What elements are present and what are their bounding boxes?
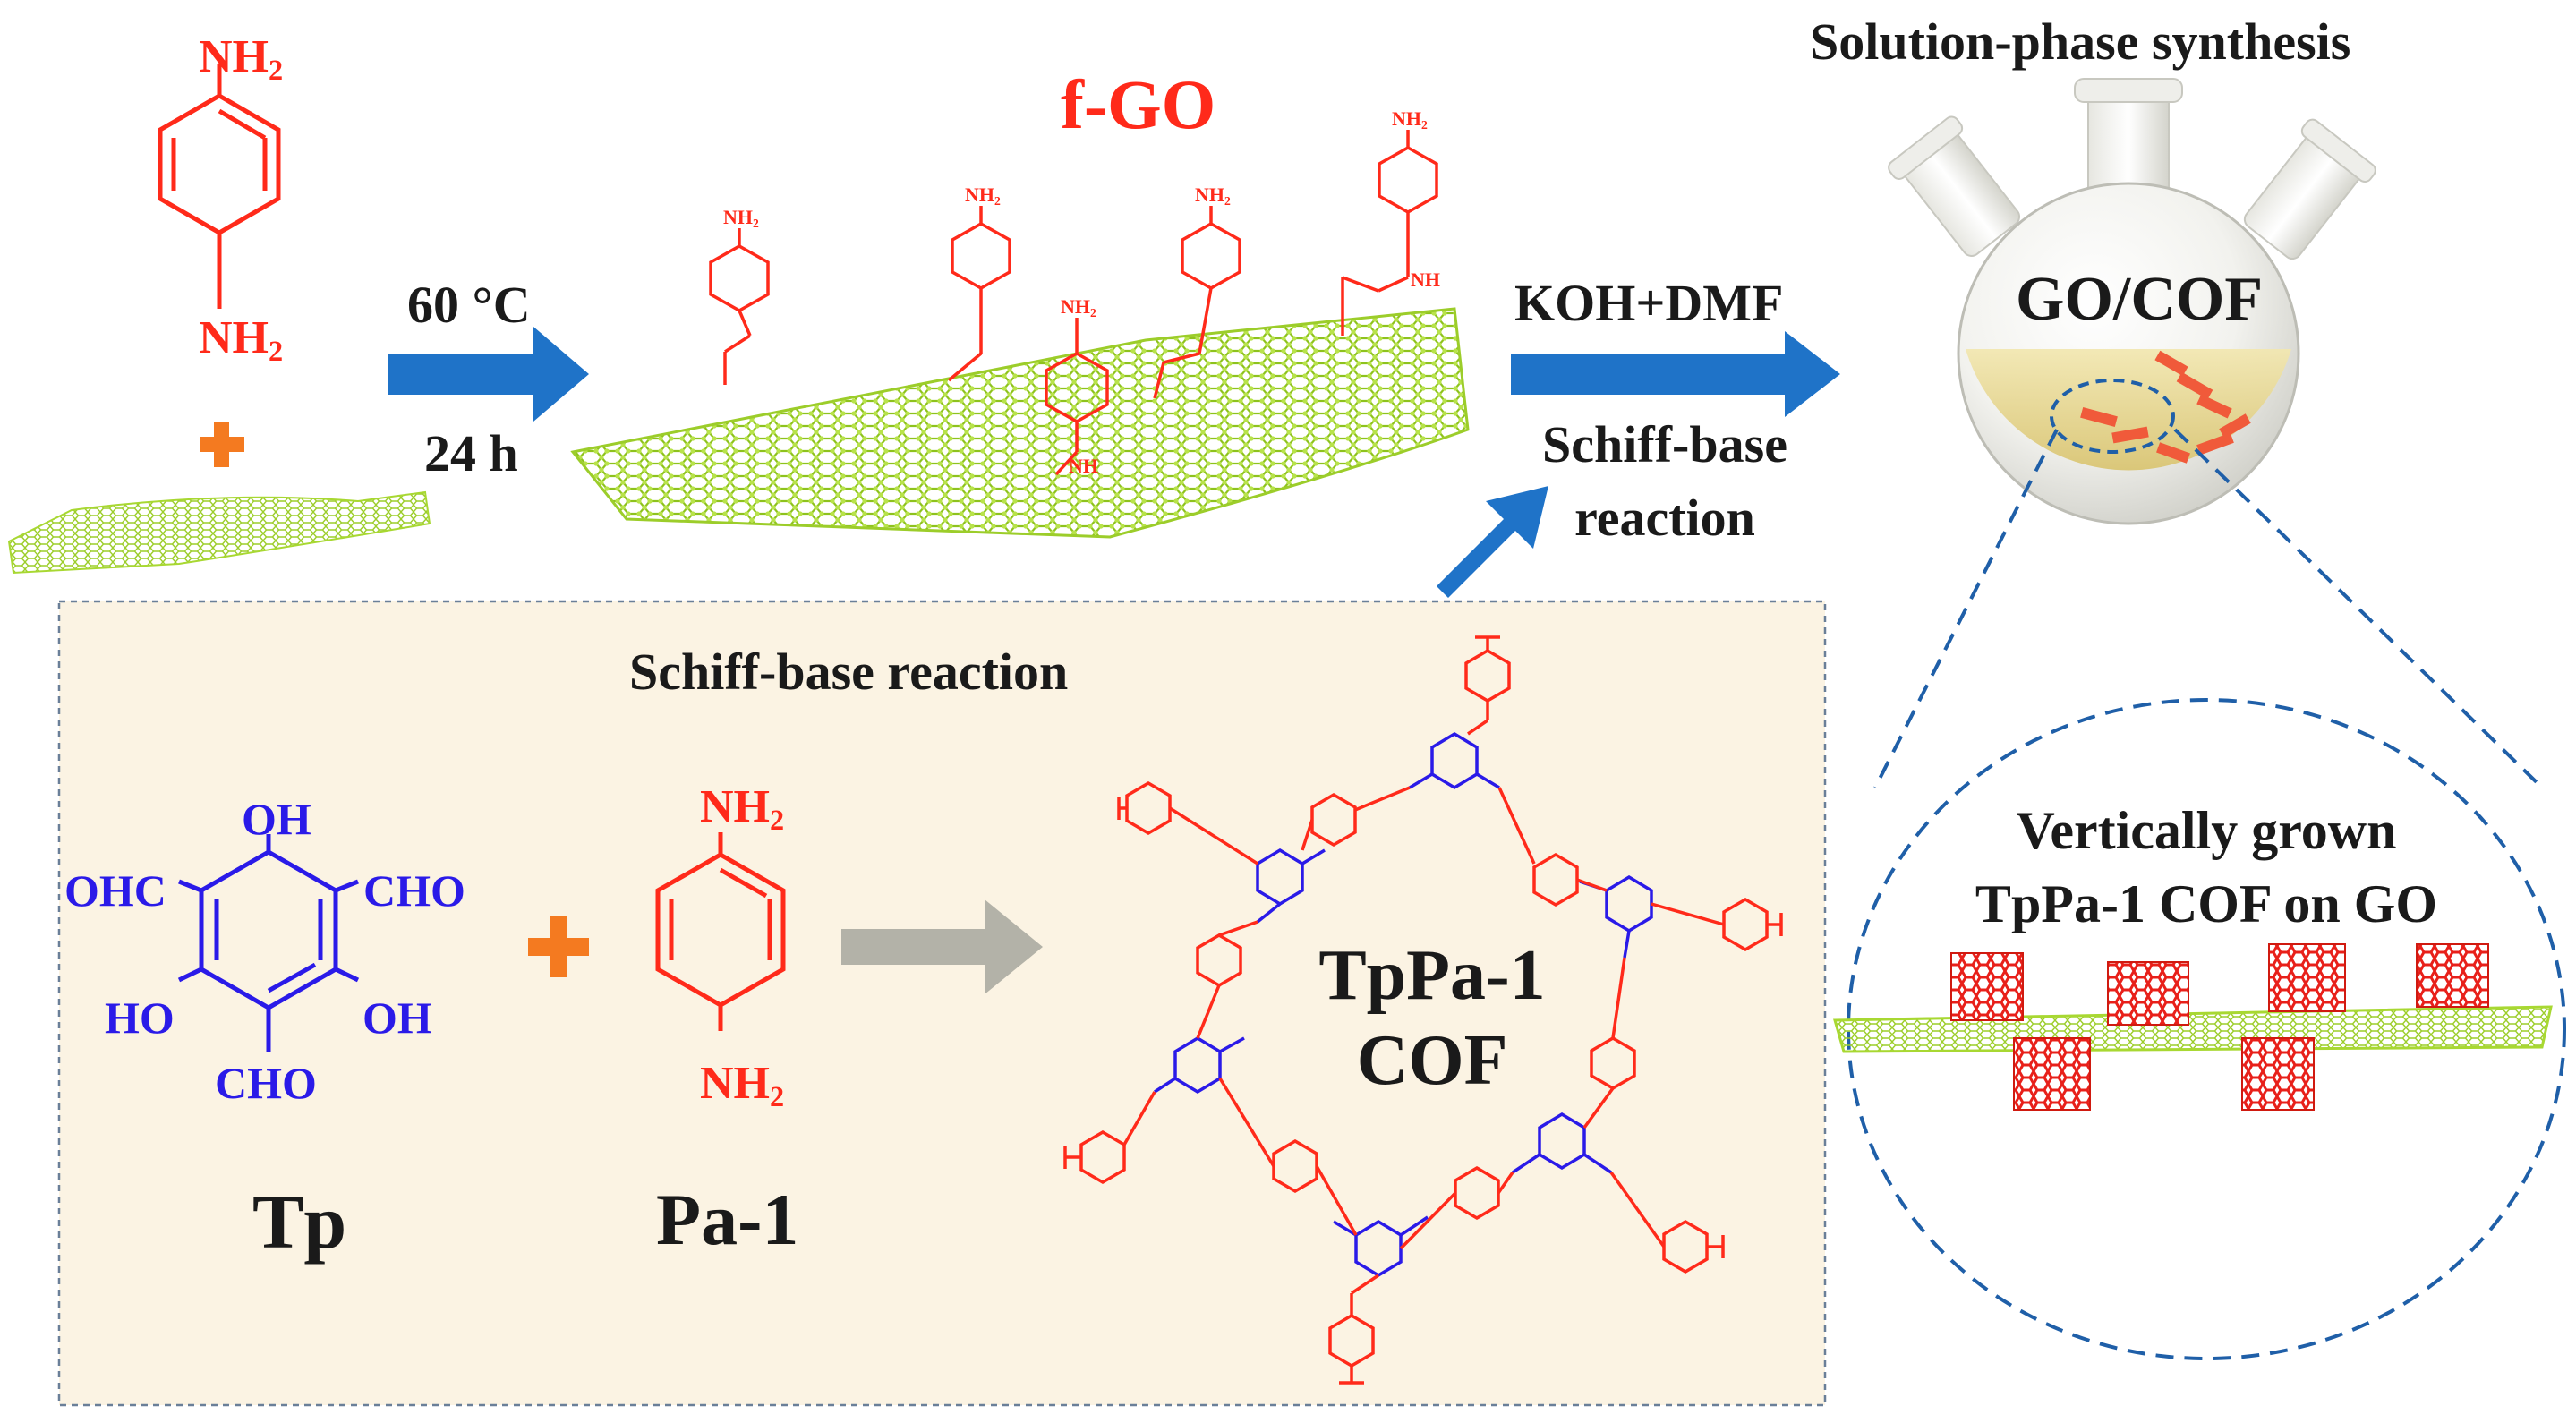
schiff-reaction-box-title: Schiff-base reaction (629, 643, 1069, 701)
pa-molecule-top (158, 64, 281, 309)
schiff-base-label: Schiff-base (1542, 415, 1787, 473)
fgo-nh2-5: NH2 (1061, 295, 1096, 320)
cof-framework (1063, 635, 1783, 1385)
tp-cho-right: CHO (363, 865, 465, 916)
arrow-heat (388, 327, 589, 422)
reaction-label: reaction (1574, 489, 1755, 547)
pa-molecule (655, 832, 786, 1031)
plus-icon (200, 422, 244, 467)
fgo-title: f-GO (1061, 65, 1216, 143)
plus-icon (528, 916, 589, 977)
fgo-amines (709, 130, 1438, 476)
reaction-box (57, 600, 1827, 1407)
cof-crystals (1950, 943, 2489, 1111)
arrow-koh (1511, 331, 1840, 417)
flask-icon (1888, 78, 2376, 525)
pa-nh2-top: NH2 (700, 781, 785, 837)
vertical-grown-label-2: TpPa-1 COF on GO (1975, 874, 2438, 933)
tppa-cof-label-2: COF (1356, 1021, 1508, 1100)
zoom-ellipse (1847, 698, 2566, 1360)
fgo-nh2-2: NH2 (965, 183, 1001, 208)
zoom-line-left (1873, 429, 2059, 788)
arrow-diagonal (1437, 486, 1548, 598)
arrow-gray (841, 899, 1043, 994)
fgo-nh-4: NH (1411, 268, 1440, 291)
pa-nh2-bottom: NH2 (700, 1058, 785, 1113)
graphene-sheet-small (7, 490, 431, 575)
tppa-cof-label-1: TpPa-1 (1318, 936, 1546, 1015)
fgo-nh2-4: NH2 (1392, 107, 1428, 132)
temperature-label: 60 °C (407, 276, 531, 334)
fgo-nh2-3: NH2 (1195, 183, 1231, 208)
tp-label: Tp (252, 1179, 347, 1265)
tp-oh-top: OH (242, 794, 311, 844)
tp-cho-bottom: CHO (215, 1058, 317, 1108)
nh2-label-bottom: NH2 (199, 312, 284, 368)
nh2-label-top: NH2 (199, 31, 284, 87)
go-cof-label: GO/COF (2016, 265, 2264, 334)
pa-label: Pa-1 (656, 1179, 799, 1260)
solution-phase-title: Solution-phase synthesis (1810, 13, 2351, 71)
graphene-sheet-go (1833, 1005, 2553, 1053)
koh-dmf-label: KOH+DMF (1514, 274, 1784, 332)
fgo-nh2-1: NH2 (723, 206, 759, 230)
tp-ohc-left: OHC (64, 865, 166, 916)
fgo-nh-5: NH (1069, 455, 1098, 477)
tp-oh-right: OH (363, 993, 432, 1043)
tp-molecule (177, 834, 360, 1052)
time-label: 24 h (424, 424, 518, 482)
vertical-grown-label-1: Vertically grown (2016, 801, 2397, 860)
graphene-sheet-fgo (570, 307, 1470, 539)
tp-ho-left: HO (105, 993, 175, 1043)
